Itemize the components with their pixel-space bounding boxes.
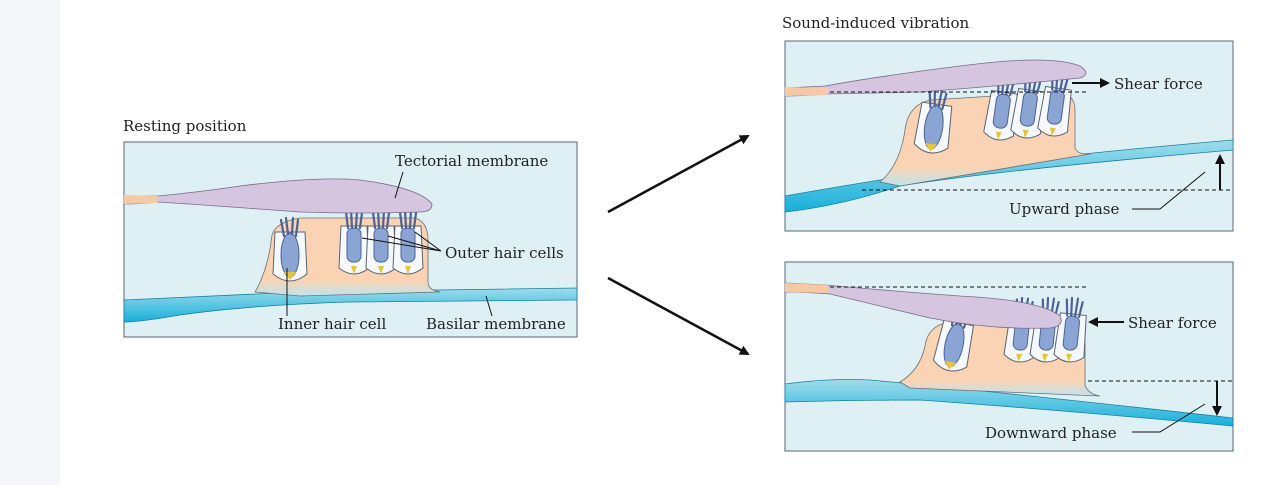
basilar-membrane — [123, 287, 578, 323]
downward-panel — [784, 261, 1234, 452]
spiral-limbus — [785, 283, 828, 293]
label-shear-force-down: Shear force — [1128, 314, 1217, 332]
spiral-limbus — [124, 195, 158, 204]
label-tectorial-membrane: Tectorial membrane — [395, 152, 548, 170]
label-outer-hair-cells: Outer hair cells — [445, 244, 564, 262]
upward-panel — [784, 40, 1234, 232]
arrow-to-upward — [607, 134, 750, 214]
arrow-to-downward — [607, 276, 750, 356]
label-upward-phase: Upward phase — [1009, 200, 1119, 218]
spiral-limbus — [785, 87, 828, 96]
basilar-membrane — [784, 139, 1234, 213]
label-downward-phase: Downward phase — [985, 424, 1117, 442]
resting-title: Resting position — [123, 117, 247, 135]
tectorial-membrane — [784, 282, 1062, 329]
basilar-membrane — [784, 379, 1234, 427]
sound-title: Sound-induced vibration — [782, 14, 970, 32]
resting-panel — [123, 141, 578, 338]
label-inner-hair-cell: Inner hair cell — [278, 315, 386, 333]
label-basilar-membrane: Basilar membrane — [426, 315, 566, 333]
label-shear-force-up: Shear force — [1114, 75, 1203, 93]
side-strip — [0, 0, 60, 485]
tectorial-membrane — [123, 178, 433, 214]
